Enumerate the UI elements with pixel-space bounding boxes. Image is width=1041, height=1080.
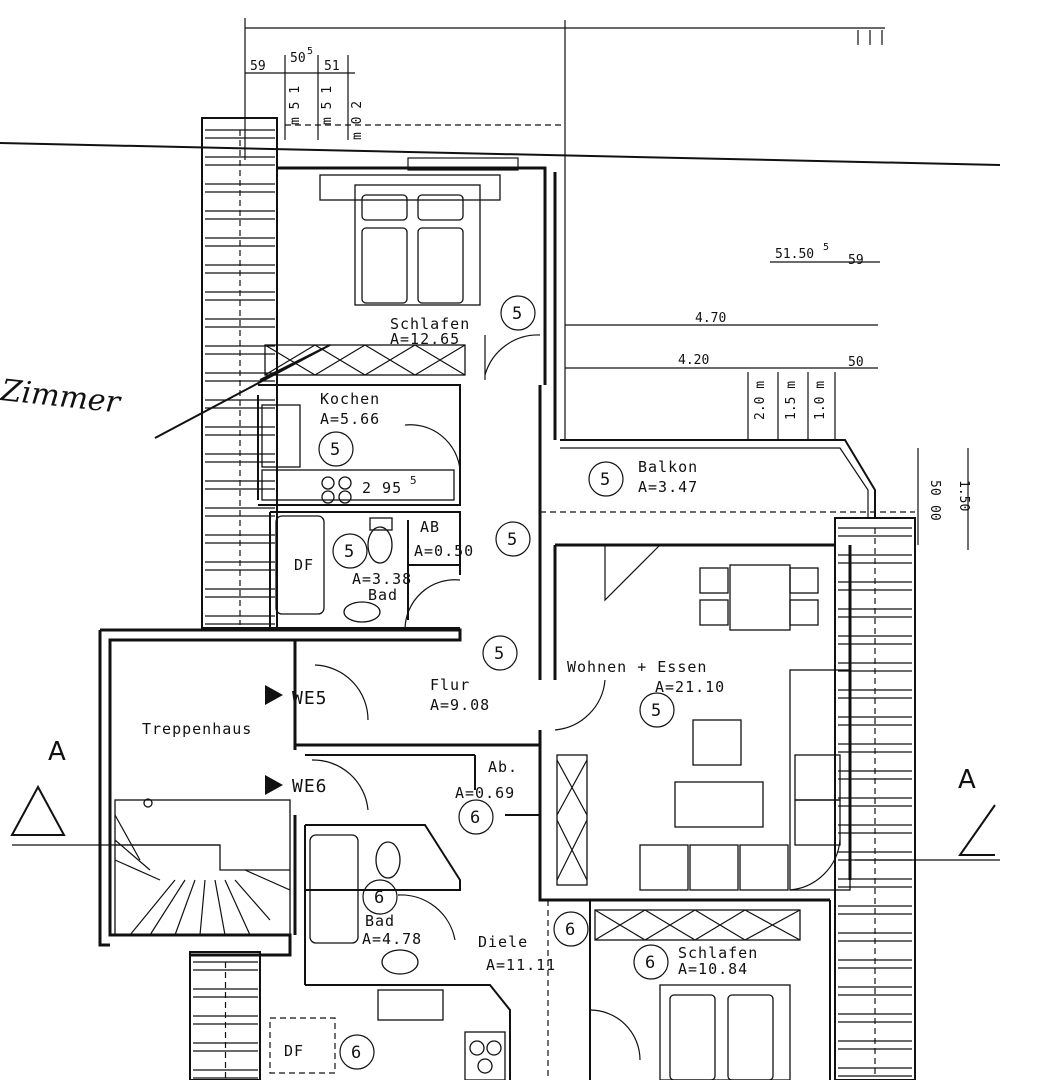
dim-top-b: 50 — [290, 51, 306, 66]
section-label-right: A — [958, 765, 976, 795]
handwritten-zimmer: Zimmer — [0, 373, 123, 421]
area-bad-top: A=3.38 — [352, 570, 412, 588]
walls — [98, 157, 915, 1080]
dim-470: 4.70 — [695, 311, 726, 326]
dim-right-a-sup: 5 — [823, 242, 829, 253]
dim-right-a: 51.50 — [775, 247, 814, 262]
unit-marker-balkon: 5 — [588, 461, 624, 497]
svg-text:6: 6 — [470, 808, 480, 828]
we6-arrow-icon — [265, 775, 283, 795]
unit-marker-kochen: 5 — [318, 431, 354, 467]
label-bad-top: Bad — [368, 586, 398, 604]
svg-text:5: 5 — [494, 644, 504, 664]
label-schlafen-bottom: Schlafen — [678, 944, 758, 962]
dim-vertical-5: 1.5 m — [784, 381, 799, 420]
dim-50: 50 — [848, 355, 864, 370]
svg-text:6: 6 — [374, 888, 384, 908]
label-schlafen-top: Schlafen — [390, 315, 470, 333]
label-we6: WE6 — [292, 776, 328, 797]
label-ab-bottom: Ab. — [488, 758, 518, 776]
bottom-left-roof-strip — [189, 951, 261, 1080]
area-schlafen-bottom: A=10.84 — [678, 960, 748, 978]
furniture — [114, 174, 851, 1080]
dim-right-b: 59 — [848, 253, 864, 268]
dim-vertical-1: m 5 1 — [288, 86, 303, 125]
unit-marker-df-bottom: 6 — [339, 1034, 375, 1070]
label-treppenhaus: Treppenhaus — [142, 720, 252, 738]
unit-marker-wohnen: 5 — [639, 692, 675, 728]
unit-marker-bad-bottom: 6 — [362, 879, 398, 915]
svg-text:6: 6 — [565, 920, 575, 940]
label-bad-bottom: Bad — [365, 912, 395, 930]
unit-markers: 5 5 5 5 5 5 5 6 6 6 6 6 — [318, 295, 675, 1070]
svg-text:5: 5 — [344, 542, 354, 562]
dim-420: 4.20 — [678, 353, 709, 368]
area-bad-bottom: A=4.78 — [362, 930, 422, 948]
left-roof-strip — [201, 117, 278, 629]
label-diele: Diele — [478, 933, 528, 951]
area-ab-top: A=0.50 — [414, 542, 474, 560]
dim-top-a: 59 — [250, 59, 266, 74]
unit-marker-flur: 5 — [482, 635, 518, 671]
dim-vertical-2: m 5 1 — [320, 86, 335, 125]
room-labels: Schlafen A=12.65 Kochen A=5.66 2 95 5 DF… — [142, 315, 758, 1060]
dim-top-c: 51 — [324, 59, 340, 74]
handwritten-note: Zimmer — [0, 344, 331, 439]
unit-marker-schlafen-bottom: 6 — [633, 944, 669, 980]
dim-far-50: 50 — [927, 480, 942, 496]
area-flur: A=9.08 — [430, 696, 490, 714]
label-wohnen: Wohnen + Essen — [567, 658, 707, 676]
svg-text:5: 5 — [507, 530, 517, 550]
top-dimension-chain: 59 50 5 51 m 5 1 m 5 1 m 0 2 — [244, 18, 885, 440]
label-we5: WE5 — [292, 688, 328, 709]
right-roof-strip — [834, 517, 916, 1080]
svg-text:5: 5 — [600, 470, 610, 490]
we5-arrow-icon — [265, 685, 283, 705]
dim-vertical-3: m 0 2 — [350, 101, 365, 140]
svg-text:5: 5 — [651, 701, 661, 721]
unit-marker-diele: 6 — [553, 911, 589, 947]
section-label-left: A — [48, 737, 66, 767]
dim-top-b-sup: 5 — [307, 46, 313, 57]
cut-line-top — [0, 142, 1001, 166]
dim-far-00: 00 — [927, 505, 942, 521]
svg-text:5: 5 — [512, 304, 522, 324]
dim-vertical-4: 2.0 m — [753, 381, 768, 420]
dim-kochen-sup: 5 — [410, 474, 417, 487]
label-flur: Flur — [430, 676, 470, 694]
label-balkon: Balkon — [638, 458, 698, 476]
label-df-bottom: DF — [284, 1042, 304, 1060]
unit-marker-bad-top: 5 — [332, 533, 368, 569]
label-ab-top: AB — [420, 518, 440, 536]
unit-marker-schlafen-top: 5 — [500, 295, 536, 331]
section-marker-left: A — [10, 737, 220, 846]
label-kochen: Kochen — [320, 390, 380, 408]
svg-text:5: 5 — [330, 440, 340, 460]
area-balkon: A=3.47 — [638, 478, 698, 496]
unit-marker-ab-bottom: 6 — [458, 799, 494, 835]
label-df-top: DF — [294, 556, 314, 574]
section-marker-right: A — [855, 765, 1000, 861]
dim-vertical-6: 1.0 m — [813, 381, 828, 420]
dim-kochen: 2 95 — [362, 479, 402, 497]
unit-marker-ab-top: 5 — [495, 521, 531, 557]
area-wohnen: A=21.10 — [655, 678, 725, 696]
right-dimension-chain: 51.50 5 59 4.70 4.20 50 2.0 m 1.5 m 1.0 … — [565, 242, 971, 550]
area-diele: A=11.11 — [486, 956, 556, 974]
area-schlafen-top: A=12.65 — [390, 330, 460, 348]
area-ab-bottom: A=0.69 — [455, 784, 515, 802]
svg-text:6: 6 — [351, 1043, 361, 1063]
svg-text:6: 6 — [645, 953, 655, 973]
dim-far-150: 1.50 — [956, 480, 971, 511]
area-kochen: A=5.66 — [320, 410, 380, 428]
doors — [311, 334, 841, 1061]
